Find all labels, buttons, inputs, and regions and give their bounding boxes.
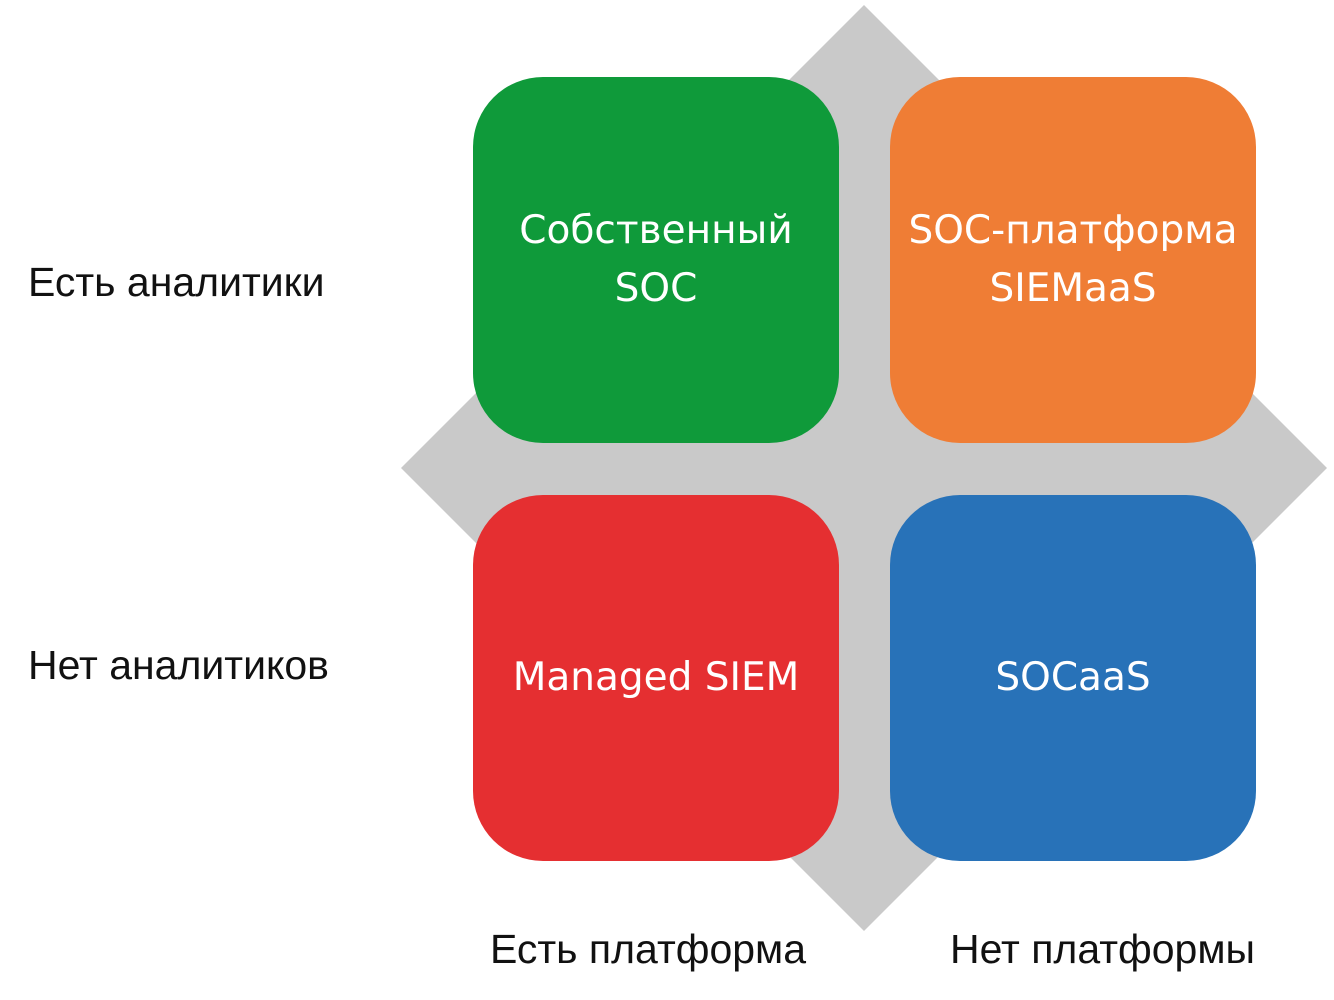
quadrant-own-soc: Собственный SOC [473,77,839,443]
quadrant-soc-platform-siemaas: SOC-платформа SIEMaaS [890,77,1256,443]
row-label-no-analysts: Нет аналитиков [28,642,329,688]
quadrant-soc-platform-line1: SOC-платформа [908,208,1238,253]
column-label-has-platform: Есть платформа [490,926,807,972]
column-label-no-platform: Нет платформы [950,926,1256,972]
quadrant-own-soc-line2: SOC [614,266,698,311]
row-label-has-analysts: Есть аналитики [28,259,325,305]
quadrant-socaas-label: SOCaaS [995,655,1151,700]
quadrant-managed-siem: Managed SIEM [473,495,839,861]
quadrant-managed-siem-label: Managed SIEM [512,655,800,700]
quadrant-soc-platform-line2: SIEMaaS [989,266,1157,311]
quadrant-own-soc-line1: Собственный [519,208,793,253]
quadrant-socaas: SOCaaS [890,495,1256,861]
